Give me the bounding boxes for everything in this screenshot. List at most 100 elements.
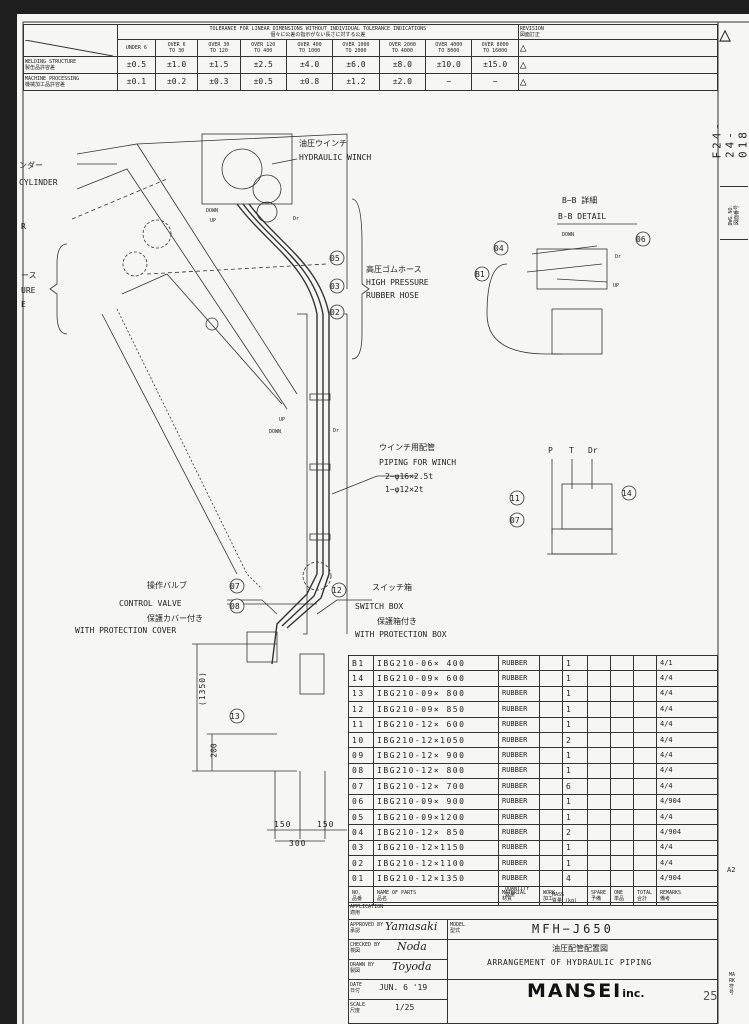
parts-quantity: 4 [562, 870, 588, 887]
parts-material: RUBBER [498, 793, 540, 810]
cylinder-line [116, 308, 263, 590]
hydraulic-winch-body [201, 133, 293, 205]
parts-one-mass [610, 855, 634, 872]
parts-spare [587, 685, 611, 703]
parts-remarks: 4/904 [656, 870, 718, 887]
header-spare-jp: 予備 [591, 895, 602, 902]
parts-one-mass [610, 870, 634, 887]
parts-quantity: 1 [562, 670, 588, 687]
parts-no: 06 [348, 793, 374, 810]
welding-label-jp: 製缶品許容差 [25, 64, 56, 71]
approved-label: APPROVED BY [350, 922, 384, 928]
parts-work [539, 870, 563, 887]
welding-label: WELDING STRUCTURE [25, 58, 77, 65]
parts-total-mass [633, 685, 657, 703]
boom-outline [76, 168, 288, 410]
cylinder-label-jp: ンダー [19, 161, 43, 170]
parts-total-mass [633, 716, 657, 733]
parts-no: 14 [348, 670, 374, 687]
leader-line [271, 158, 298, 165]
header-total: TOTAL [637, 889, 653, 896]
parts-spare [587, 762, 611, 780]
port-t: T [569, 446, 574, 455]
dr-label-2: Dr [333, 428, 340, 434]
parts-material: RUBBER [498, 870, 540, 887]
range-8-top: OVER 8000 [481, 41, 509, 48]
mark-label: MARK 符号 [729, 972, 736, 996]
parts-no: 02 [348, 855, 374, 872]
range-7-bottom: TO 8000 [438, 47, 460, 54]
parts-quantity: 1 [562, 855, 588, 872]
parts-quantity: 1 [562, 654, 588, 672]
parts-one-mass [610, 808, 634, 826]
parts-material: RUBBER [498, 778, 540, 795]
parts-no: 04 [348, 824, 374, 841]
down-label-3: DOWN [562, 232, 575, 238]
protection-cover-label: WITH PROTECTION COVER [75, 626, 177, 635]
parts-one-mass [610, 747, 634, 764]
hose-left-2: E [21, 300, 26, 309]
dim-150-left: 150 [274, 820, 292, 829]
balloon-07b: 07 [230, 582, 240, 591]
scale-value: 1/25 [395, 1003, 415, 1012]
parts-quantity: 1 [562, 747, 588, 764]
range-1-top: OVER 6 [167, 41, 186, 48]
parts-total-mass [633, 855, 657, 872]
hose-route-main [236, 203, 318, 665]
parts-one-mass [610, 731, 634, 749]
parts-remarks: 4/4 [656, 731, 718, 749]
company-logo: MANSEIinc. [527, 980, 645, 1002]
parts-remarks: 4/904 [656, 793, 718, 810]
pipe-spec-2: 1−φ12×2t [385, 485, 424, 494]
dr-label: Dr [293, 216, 300, 222]
parts-no: 12 [348, 701, 374, 718]
up-label-3: UP [613, 283, 620, 289]
parts-spare [587, 870, 611, 887]
parts-no: 10 [348, 731, 374, 749]
left-r: R [21, 222, 26, 231]
parts-material: RUBBER [498, 701, 540, 718]
dim-150-right: 150 [317, 820, 335, 829]
hp-hose-1: HIGH PRESSURE [366, 278, 429, 287]
boom-outline-top [76, 143, 298, 395]
drawn-label: DRAWN BY [350, 962, 375, 968]
parts-name: IBG210-09× 600 [373, 670, 499, 687]
date-label: DATE [350, 982, 363, 988]
parts-material: RUBBER [498, 670, 540, 687]
parts-quantity: 6 [562, 778, 588, 795]
range-1-bottom: TO 30 [169, 47, 185, 54]
parts-work [539, 808, 563, 826]
checked-signature: Noda [397, 940, 427, 953]
header-remarks-jp: 備考 [660, 895, 671, 902]
parts-work [539, 747, 563, 764]
parts-no: 08 [348, 762, 374, 780]
parts-remarks: 4/1 [656, 654, 718, 672]
dim-1350: (1350) [197, 671, 207, 706]
header-one: ONE [614, 889, 624, 896]
parts-name: IBG210-12× 800 [373, 762, 499, 780]
parts-remarks: 4/4 [656, 855, 718, 872]
parts-spare [587, 778, 611, 795]
winch-label: HYDRAULIC WINCH [299, 153, 372, 162]
parts-remarks: 4/4 [656, 839, 718, 857]
parts-spare [587, 793, 611, 810]
parts-quantity: 1 [562, 808, 588, 826]
header-mass-jp: 質量 (kg) [552, 898, 578, 904]
model-label: MODEL [450, 922, 466, 928]
protection-box-jp: 保護箱付き [377, 617, 417, 626]
parts-quantity: 1 [562, 685, 588, 703]
parts-quantity: 1 [562, 762, 588, 780]
hidden-line [146, 263, 328, 275]
parts-remarks: 4/4 [656, 747, 718, 764]
drawing-frame [22, 21, 749, 1024]
boom-frame [136, 133, 348, 289]
range-6-top: OVER 2000 [388, 41, 416, 48]
application-label-jp: 適用 [350, 910, 361, 916]
tolerance-title: TOLERANCE FOR LINEAR DIMENSIONS WITHOUT … [209, 26, 427, 32]
range-8-bottom: TO 16000 [483, 47, 508, 54]
tol-value: ±0.1 [116, 72, 156, 91]
